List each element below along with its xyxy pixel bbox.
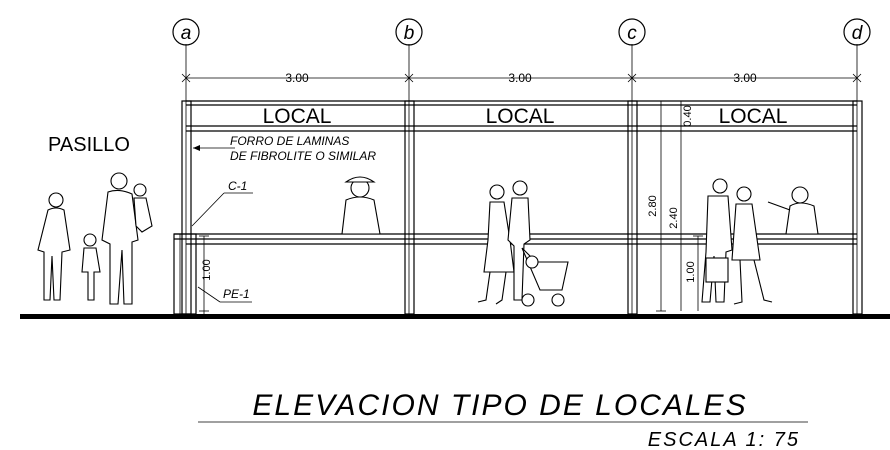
left-counter-height-dim: 1.00 <box>199 235 213 314</box>
local-label-2: LOCAL <box>486 105 555 128</box>
couple-figure <box>701 178 773 305</box>
drawing-scale: ESCALA 1: 75 <box>648 429 800 450</box>
dim-span-cd: 3.00 <box>733 71 757 85</box>
counter-tag-text: PE-1 <box>223 287 250 301</box>
local-label-1: LOCAL <box>263 105 332 128</box>
dim-height-top: 0.40 <box>682 105 694 126</box>
dim-height-total: 2.80 <box>647 195 659 216</box>
vendor-figure <box>341 176 381 235</box>
grid-axes <box>185 44 858 314</box>
grid-bubble-b: b <box>395 18 423 46</box>
counter-post <box>173 233 197 315</box>
dim-counter-left: 1.00 <box>201 259 213 280</box>
ceiling-note-line-1: FORRO DE LAMINAS <box>230 134 349 148</box>
ceiling-note-line-2: DE FIBROLITE O SIMILAR <box>230 149 376 163</box>
local-label-3: LOCAL <box>719 105 788 128</box>
corridor-label: PASILLO <box>48 134 130 156</box>
grid-bubble-d: d <box>843 18 871 46</box>
grid-label-c: c <box>627 23 637 44</box>
column-tag-text: C-1 <box>228 179 247 193</box>
grid-label-d: d <box>852 23 864 44</box>
dim-span-ab: 3.00 <box>285 71 309 85</box>
dim-counter-right: 1.00 <box>685 261 697 282</box>
grid-label-b: b <box>404 23 415 44</box>
grid-bubble-a: a <box>172 18 200 46</box>
column-tag: C-1 <box>191 179 253 227</box>
corridor-people <box>37 172 153 305</box>
ceiling-note: FORRO DE LAMINAS DE FIBROLITE O SIMILAR <box>193 134 376 163</box>
grid-bubble-c: c <box>618 18 646 46</box>
drawing-title: ELEVACION TIPO DE LOCALES <box>252 389 747 422</box>
right-height-dims: 2.80 2.40 0.40 1.00 <box>647 100 703 312</box>
grid-label-a: a <box>181 23 192 44</box>
span-dimension-line: 3.00 3.00 3.00 <box>181 71 862 85</box>
fascia-band <box>186 100 857 132</box>
ground-line <box>20 314 890 319</box>
dim-span-bc: 3.00 <box>508 71 532 85</box>
vendor-pointing-figure <box>767 186 819 235</box>
dim-height-mid: 2.40 <box>668 207 680 228</box>
couple-with-stroller <box>477 180 569 307</box>
counter-tag: PE-1 <box>197 286 252 303</box>
